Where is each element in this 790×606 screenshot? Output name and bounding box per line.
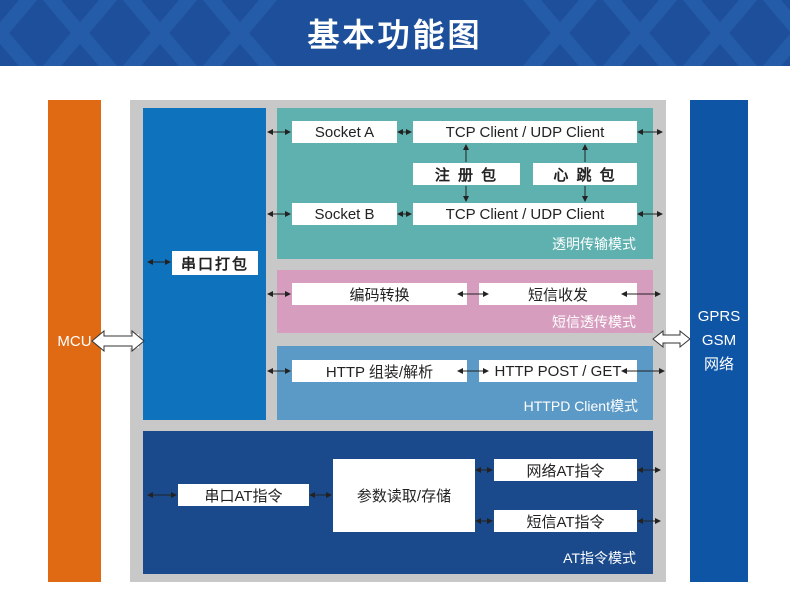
gprs-label: GPRS xyxy=(697,308,741,325)
header-pattern xyxy=(0,0,790,66)
at-mode-label: AT指令模式 xyxy=(563,550,636,566)
page-title: 基本功能图 xyxy=(307,17,483,53)
http-post-get-box: HTTP POST / GET xyxy=(479,360,637,382)
sms-mode-label: 短信透传模式 xyxy=(552,314,636,330)
socket-b-box: Socket B xyxy=(292,203,397,225)
heartbeat-packet-box: 心 跳 包 xyxy=(533,163,637,185)
header-banner: 基本功能图 xyxy=(0,0,790,66)
network-label: 网络 xyxy=(703,356,734,373)
register-packet-box: 注 册 包 xyxy=(413,163,520,185)
mcu-column: MCU xyxy=(48,100,101,582)
transparent-mode-label: 透明传输模式 xyxy=(552,236,636,252)
httpd-mode-block xyxy=(277,346,653,420)
client-a-box: TCP Client / UDP Client xyxy=(413,121,637,143)
sms-at-box: 短信AT指令 xyxy=(494,510,637,532)
client-b-box: TCP Client / UDP Client xyxy=(413,203,637,225)
http-assemble-box: HTTP 组装/解析 xyxy=(292,360,467,382)
serial-at-box: 串口AT指令 xyxy=(178,484,309,506)
sms-send-recv-box: 短信收发 xyxy=(479,283,637,305)
param-store-box: 参数读取/存储 xyxy=(333,459,475,532)
mcu-label: MCU xyxy=(57,332,92,350)
serial-pack-box: 串口打包 xyxy=(172,251,258,275)
encode-convert-box: 编码转换 xyxy=(292,283,467,305)
network-at-box: 网络AT指令 xyxy=(494,459,637,481)
socket-a-box: Socket A xyxy=(292,121,397,143)
network-column: GPRS GSM 网络 xyxy=(690,100,748,582)
gsm-label: GSM xyxy=(701,332,737,349)
uart-label: UART xyxy=(103,334,139,348)
httpd-mode-label: HTTPD Client模式 xyxy=(523,398,638,414)
